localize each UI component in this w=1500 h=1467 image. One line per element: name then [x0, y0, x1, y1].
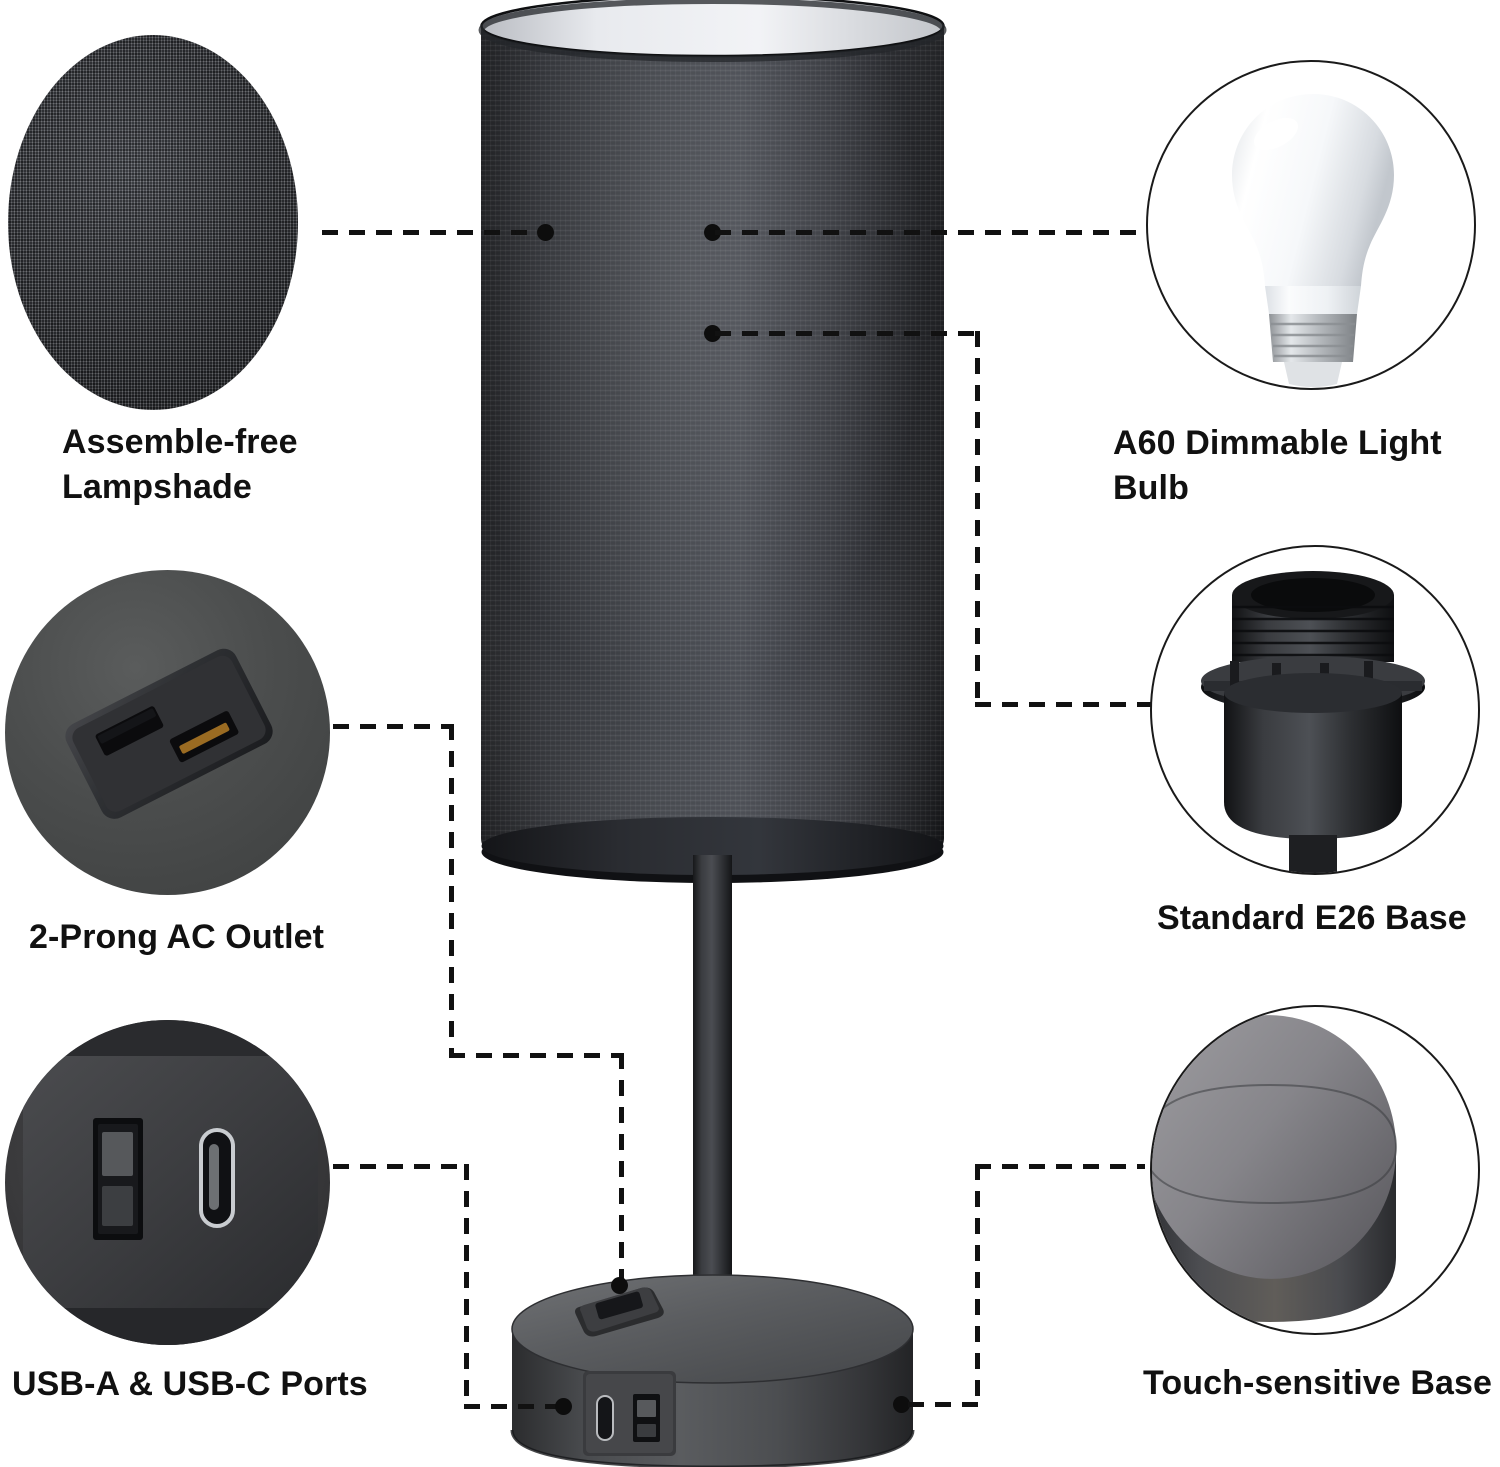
connector-usb-v: [464, 1164, 469, 1408]
connector-dot-lampshade: [537, 224, 554, 241]
callout-led-bulb: [1146, 60, 1476, 390]
callout-usb-ports: [5, 1020, 330, 1345]
connector-usb-h1: [333, 1164, 468, 1169]
connector-usb-h2: [464, 1404, 564, 1409]
connector-lampshade-to-fabric: [322, 230, 542, 235]
base-ac-outlet-graphic: [575, 1287, 664, 1337]
e26-socket-icon: [1201, 571, 1425, 873]
callout-touch-sensitive-base: [1150, 1005, 1480, 1335]
connector-dot-lampshade-bulb: [704, 224, 721, 241]
usb-ports-icon: [15, 1020, 325, 1345]
callout-ac-outlet-module: [5, 570, 330, 895]
connector-touch-h1: [908, 1402, 978, 1407]
label-touch-sensitive-base: Touch-sensitive Base: [1143, 1364, 1493, 1402]
connector-touch-v: [975, 1164, 980, 1407]
label-usb-a-and-usb-c-ports: USB-A & USB-C Ports: [12, 1365, 368, 1403]
connector-dot-base-body: [893, 1396, 910, 1413]
base-usb-ports-graphic: [583, 1371, 676, 1456]
label-assemble-free-lampshade: Assemble-free Lampshade: [62, 423, 298, 506]
connector-socket-h2: [975, 702, 1180, 707]
lamp-stem-graphic: [678, 855, 747, 1315]
connector-dot-base-outlet: [611, 1277, 628, 1294]
connector-outlet-h1: [333, 724, 453, 729]
connector-dot-base-usb: [555, 1398, 572, 1415]
connector-dot-socket: [704, 325, 721, 342]
callout-e26-socket: [1150, 545, 1480, 875]
connector-outlet-v: [449, 724, 454, 1057]
callout-fabric-weave-swatch: [8, 35, 298, 410]
connector-touch-h2: [975, 1164, 1145, 1169]
lamp-base-graphic: [510, 1274, 915, 1467]
connector-outlet-h2: [449, 1053, 624, 1058]
connector-lampshade-to-bulb: [715, 230, 1180, 235]
led-bulb-icon: [1232, 94, 1394, 387]
metal-base-icon: [1152, 1015, 1398, 1322]
label-a60-dimmable-light-bulb: A60 Dimmable Light Bulb: [1113, 424, 1442, 507]
connector-socket-v: [975, 331, 980, 706]
lampshade-graphic: [478, 0, 947, 883]
connector-socket-h1: [715, 331, 980, 336]
label-standard-e26-base: Standard E26 Base: [1157, 899, 1467, 937]
ac-outlet-icon: [65, 648, 273, 819]
connector-outlet-v2: [619, 1053, 624, 1285]
label-2-prong-ac-outlet: 2-Prong AC Outlet: [29, 918, 325, 956]
